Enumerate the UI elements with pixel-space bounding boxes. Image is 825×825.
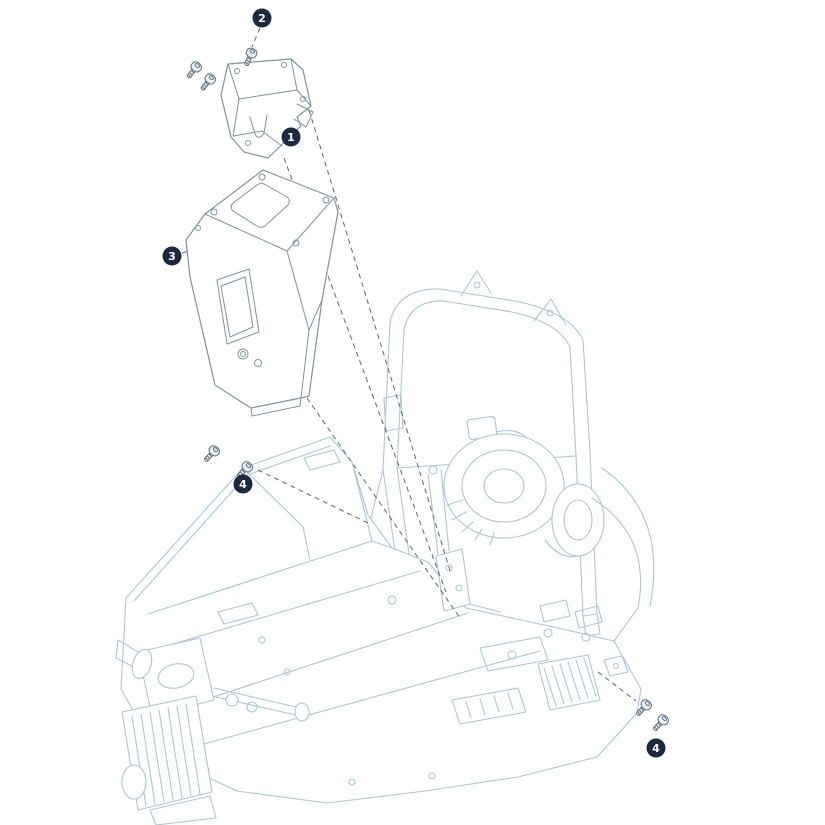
callout-4-right[interactable]: 4 — [646, 738, 666, 758]
part-1-bracket — [220, 58, 314, 159]
callout-3-label: 3 — [168, 250, 176, 263]
bolt-icon — [197, 71, 218, 94]
callout-3[interactable]: 3 — [162, 246, 182, 266]
callout-4-left-label: 4 — [239, 478, 247, 491]
part-3-console-bracket — [185, 169, 339, 417]
bolt-icon — [200, 443, 222, 465]
callout-2[interactable]: 2 — [252, 8, 272, 28]
callout-4-right-label: 4 — [652, 742, 660, 755]
engine-cluster — [443, 415, 605, 558]
callout-1-label: 1 — [287, 131, 295, 144]
callout-1[interactable]: 1 — [281, 127, 301, 147]
bolt-icon — [183, 59, 204, 82]
bolt-icon — [649, 712, 671, 734]
left-machinery — [115, 637, 310, 825]
callout-4-left[interactable]: 4 — [233, 474, 253, 494]
callout-2-label: 2 — [258, 12, 266, 25]
center-mount — [427, 465, 501, 613]
